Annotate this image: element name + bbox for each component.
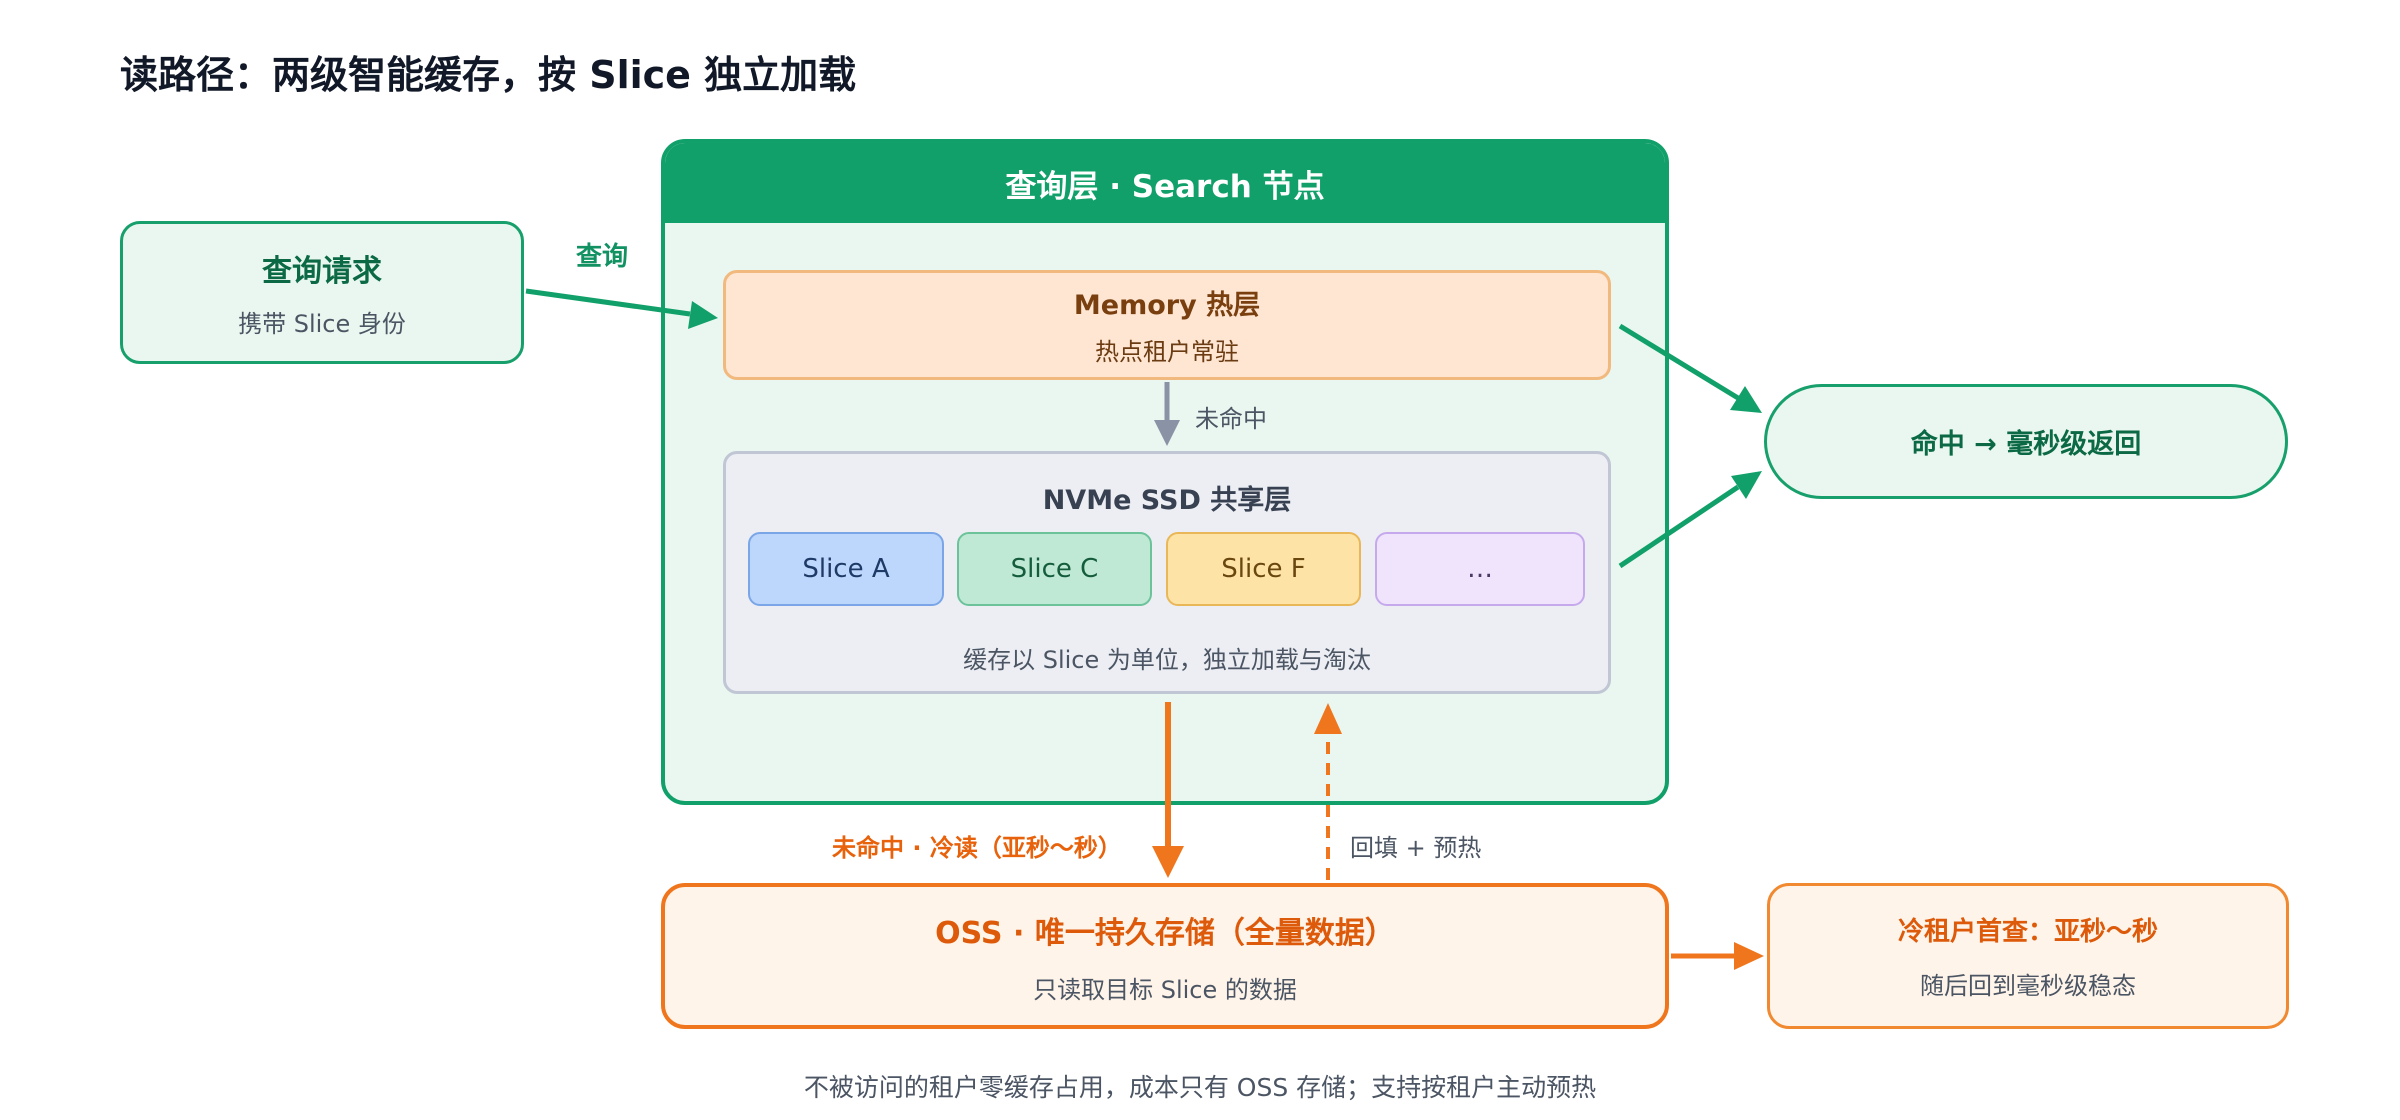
memory-layer-subtitle: 热点租户常驻: [1095, 338, 1239, 366]
cold-tenant-box: 冷租户首查：亚秒～秒 随后回到毫秒级稳态: [1767, 883, 2289, 1029]
memory-miss-label: 未命中: [1195, 405, 1267, 433]
cold-tenant-title: 冷租户首查：亚秒～秒: [1897, 917, 2158, 947]
arrow-backfill: [1314, 703, 1342, 880]
arrow-memory-to-hit: [1618, 323, 1762, 413]
cold-tenant-subtitle: 随后回到毫秒级稳态: [1920, 972, 2136, 1000]
slice-c-chip: Slice C: [957, 532, 1152, 606]
hit-return-box: 命中 → 毫秒级返回: [1764, 384, 2288, 499]
arrow-cold-read: [1152, 702, 1184, 878]
nvme-ssd-layer: NVMe SSD 共享层 Slice A Slice C Slice F … 缓…: [723, 451, 1611, 694]
oss-title: OSS · 唯一持久存储（全量数据）: [935, 915, 1395, 951]
memory-layer-title: Memory 热层: [1073, 290, 1261, 321]
slice-a-chip: Slice A: [748, 532, 944, 606]
slice-more-chip: …: [1375, 532, 1585, 606]
query-edge-label: 查询: [576, 242, 629, 272]
query-request-subtitle: 携带 Slice 身份: [238, 310, 406, 338]
query-request-title: 查询请求: [262, 254, 382, 289]
arrow-nvme-to-hit: [1618, 471, 1762, 569]
search-node-header: 查询层 · Search 节点: [665, 143, 1665, 223]
arrow-oss-to-cold-tenant: [1671, 942, 1764, 970]
query-request-box: 查询请求 携带 Slice 身份: [120, 221, 524, 364]
nvme-layer-note: 缓存以 Slice 为单位，独立加载与淘汰: [963, 646, 1371, 674]
memory-hot-layer: Memory 热层 热点租户常驻: [723, 270, 1611, 380]
footnote: 不被访问的租户零缓存占用，成本只有 OSS 存储；支持按租户主动预热: [803, 1073, 1597, 1102]
slice-f-chip: Slice F: [1166, 532, 1361, 606]
page-title: 读路径：两级智能缓存，按 Slice 独立加载: [120, 53, 857, 97]
backfill-prewarm-label: 回填 + 预热: [1350, 834, 1482, 862]
cold-read-label: 未命中 · 冷读（亚秒～秒）: [832, 834, 1122, 862]
oss-storage-box: OSS · 唯一持久存储（全量数据） 只读取目标 Slice 的数据: [661, 883, 1669, 1029]
arrow-query-to-memory: [525, 288, 718, 329]
arrow-memory-miss: [1154, 382, 1180, 446]
nvme-layer-title: NVMe SSD 共享层: [1042, 485, 1292, 516]
oss-subtitle: 只读取目标 Slice 的数据: [1033, 975, 1297, 1004]
